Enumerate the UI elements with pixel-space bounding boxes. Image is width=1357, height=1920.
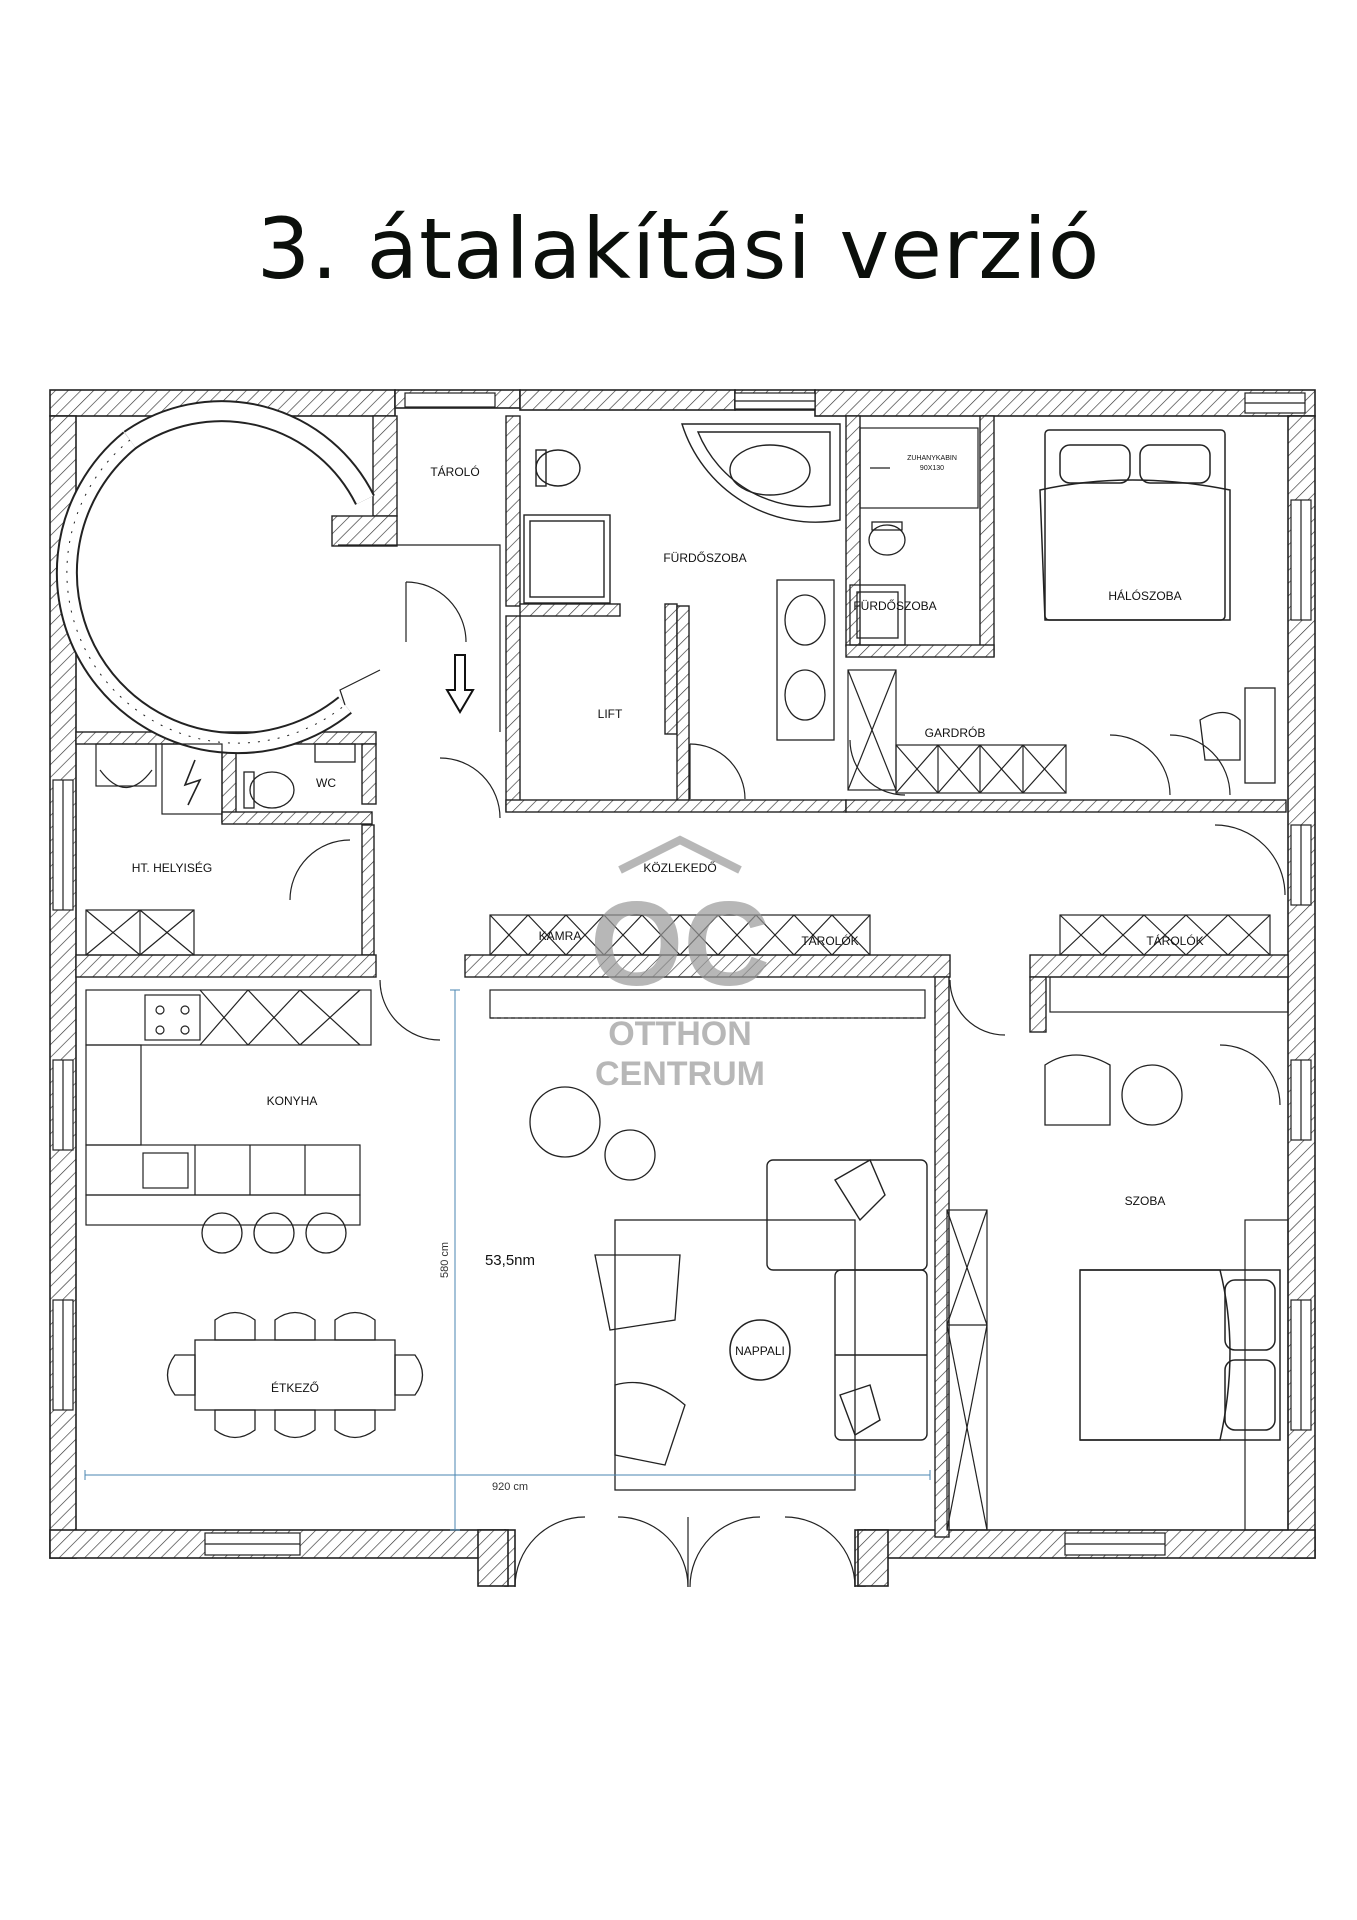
dining-table-icon [166,1311,424,1439]
lounge-chairs-icon [594,1254,686,1466]
tv-cabinet-icon [946,1209,988,1531]
coffee-table-icon [729,1319,791,1381]
label-lift: LIFT [598,707,623,721]
label-kamra: KAMRA [539,929,582,943]
toilet-icon [535,449,581,487]
windows [52,392,1312,1556]
label-szoba: SZOBA [1125,1194,1166,1208]
wardrobe-icon [847,669,1067,794]
area-label: 53,5nm [485,1252,535,1269]
boiler-room-fixtures [85,743,223,956]
staircase [55,400,501,755]
label-tarolok-1: TÁROLÓK [801,933,858,948]
label-kozlekedo: KÖZLEKEDŐ [643,860,716,875]
label-gardrob: GARDRÓB [925,725,986,740]
small-shower-icon [859,427,979,509]
label-etkezo: ÉTKEZŐ [271,1380,319,1395]
double-sink-icon [776,579,835,741]
living-wall-unit [489,989,926,1019]
door-swings [289,581,1286,1588]
label-wc: WC [316,776,336,790]
corridor-storage [489,914,1271,956]
label-tarolok-2: TÁROLÓK [1146,933,1203,948]
label-nappali: NAPPALI [735,1344,785,1358]
watermark-line1: OTTHON [608,1015,752,1053]
szoba-storage [1049,976,1289,1013]
kitchen-counters [85,989,372,1226]
bathtub-icon [681,423,841,523]
armchairs-icon [529,1086,656,1181]
desk-icon [1199,687,1276,784]
arrow-down-icon [445,654,475,714]
otthon-centrum-watermark: OC OTTHON CENTRUM [590,835,770,1093]
room-labels: TÁROLÓ FÜRDŐSZOBA FÜRDŐSZOBA HÁLÓSZOBA L… [132,455,1204,1493]
bar-stools [201,1212,347,1254]
small-toilet-icon [868,521,906,556]
watermark-line2: CENTRUM [595,1055,765,1093]
dimension-vertical: 580 cm [439,1242,451,1278]
label-shower-2: 90X130 [920,465,944,472]
szoba-armchair-icon [1044,1054,1183,1126]
dimension-lines [84,989,931,1531]
label-ht-helyiseg: HT. HELYISÉG [132,860,212,875]
watermark-logo: OC [590,877,770,1011]
sofa-icon [766,1159,928,1441]
label-taroló: TÁROLÓ [430,464,479,479]
label-shower-1: ZUHANYKABIN [907,455,957,462]
double-bed-icon [1039,429,1231,621]
label-furdoszoba-main: FÜRDŐSZOBA [663,550,746,565]
szoba-wardrobe-icon [1244,1219,1289,1531]
shower-icon [523,514,611,604]
szoba-bed-icon [1079,1269,1281,1441]
page-title: 3. átalakítási verzió [256,200,1101,298]
label-konyha: KONYHA [267,1094,318,1108]
small-sink-icon [849,584,906,646]
label-haloszoba: HÁLÓSZOBA [1108,588,1181,603]
dimension-horizontal: 920 cm [492,1481,528,1493]
label-furdoszoba-small: FÜRDŐSZOBA [853,598,936,613]
wc-toilet-icon [243,743,356,809]
interior-walls [75,415,1289,1538]
